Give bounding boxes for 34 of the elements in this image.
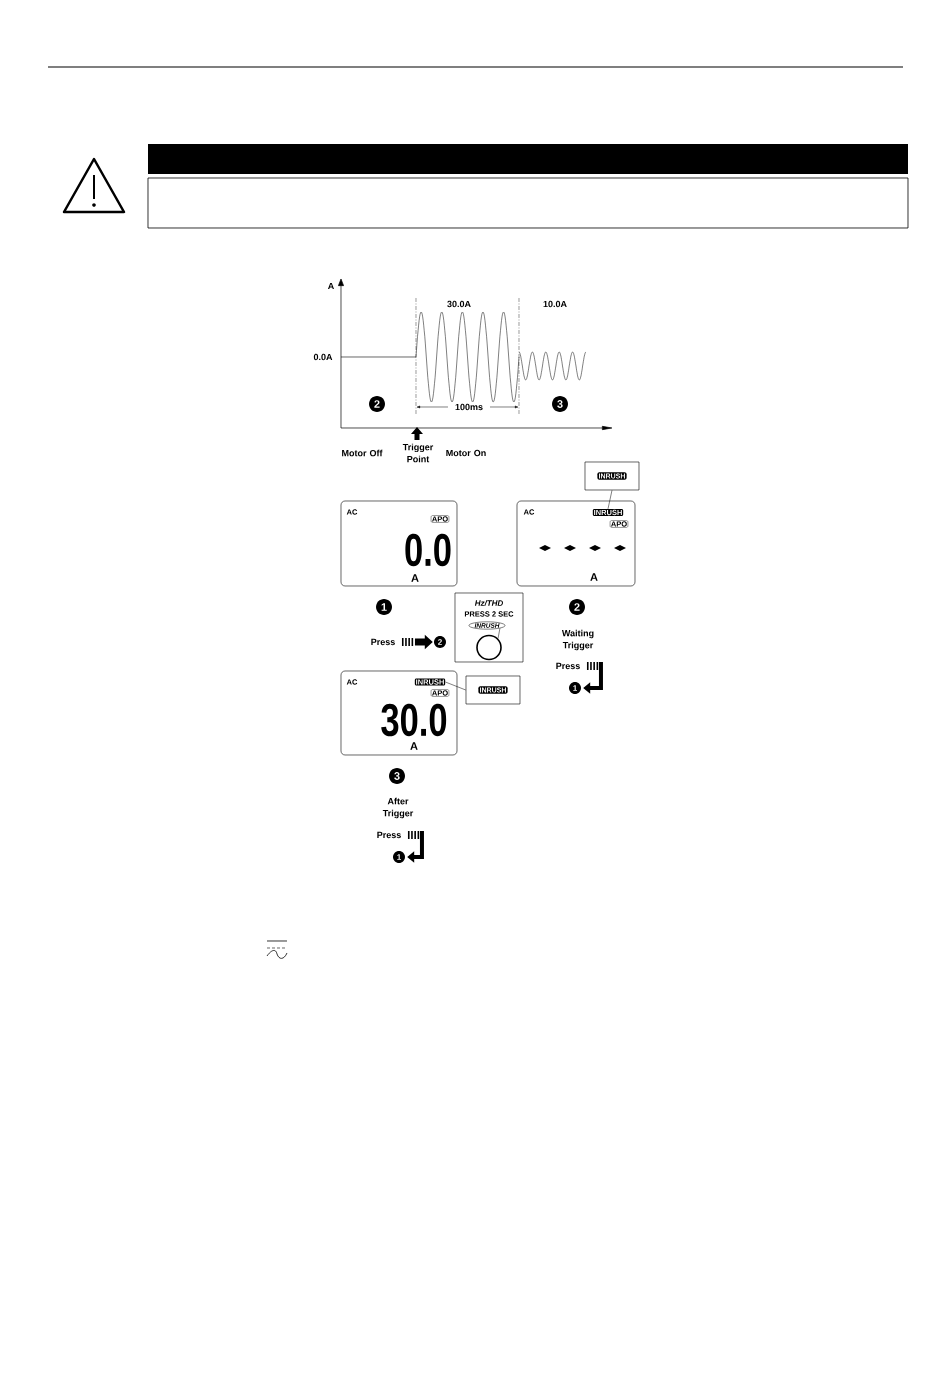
callout-number: 2 bbox=[434, 636, 446, 648]
callout-number: 3 bbox=[389, 768, 405, 784]
instruction-text: Press bbox=[371, 638, 395, 646]
reading-digits: 0.0 bbox=[405, 533, 451, 567]
instruction-text: Press bbox=[556, 662, 580, 670]
callout-number: 2 bbox=[569, 599, 585, 615]
leader-line bbox=[445, 681, 466, 691]
text-label: Motor On bbox=[446, 449, 486, 457]
text-label: 30.0A bbox=[447, 300, 471, 308]
text-label: Trigger Point bbox=[402, 443, 434, 463]
button-label: Hz/THD bbox=[474, 600, 503, 606]
reading-digits: 30.0 bbox=[381, 703, 447, 737]
lcd-display bbox=[340, 500, 458, 587]
press-arrow bbox=[583, 662, 603, 694]
text-label: Motor Off bbox=[342, 449, 383, 457]
push-button bbox=[476, 634, 502, 661]
text-label: Waiting Trigger bbox=[561, 629, 594, 651]
leader-line bbox=[607, 490, 613, 510]
text-label: 10.0A bbox=[543, 300, 567, 308]
callout-number: 1 bbox=[393, 851, 405, 863]
press-arrow bbox=[407, 831, 424, 863]
unit-label: A bbox=[590, 573, 598, 581]
text-label: A bbox=[327, 282, 334, 290]
text-label: After Trigger bbox=[382, 797, 414, 819]
callout-number: 1 bbox=[376, 599, 392, 615]
leader-line bbox=[497, 628, 501, 639]
callout-number: 1 bbox=[569, 682, 581, 694]
unit-label: A bbox=[411, 574, 419, 582]
text-label: 100ms bbox=[455, 403, 483, 411]
text-label: 0.0A bbox=[313, 353, 333, 361]
unit-label: A bbox=[410, 742, 418, 750]
instruction-text: Press bbox=[377, 831, 401, 839]
callout-number: 3 bbox=[552, 396, 568, 412]
callout-number: 2 bbox=[369, 396, 385, 412]
